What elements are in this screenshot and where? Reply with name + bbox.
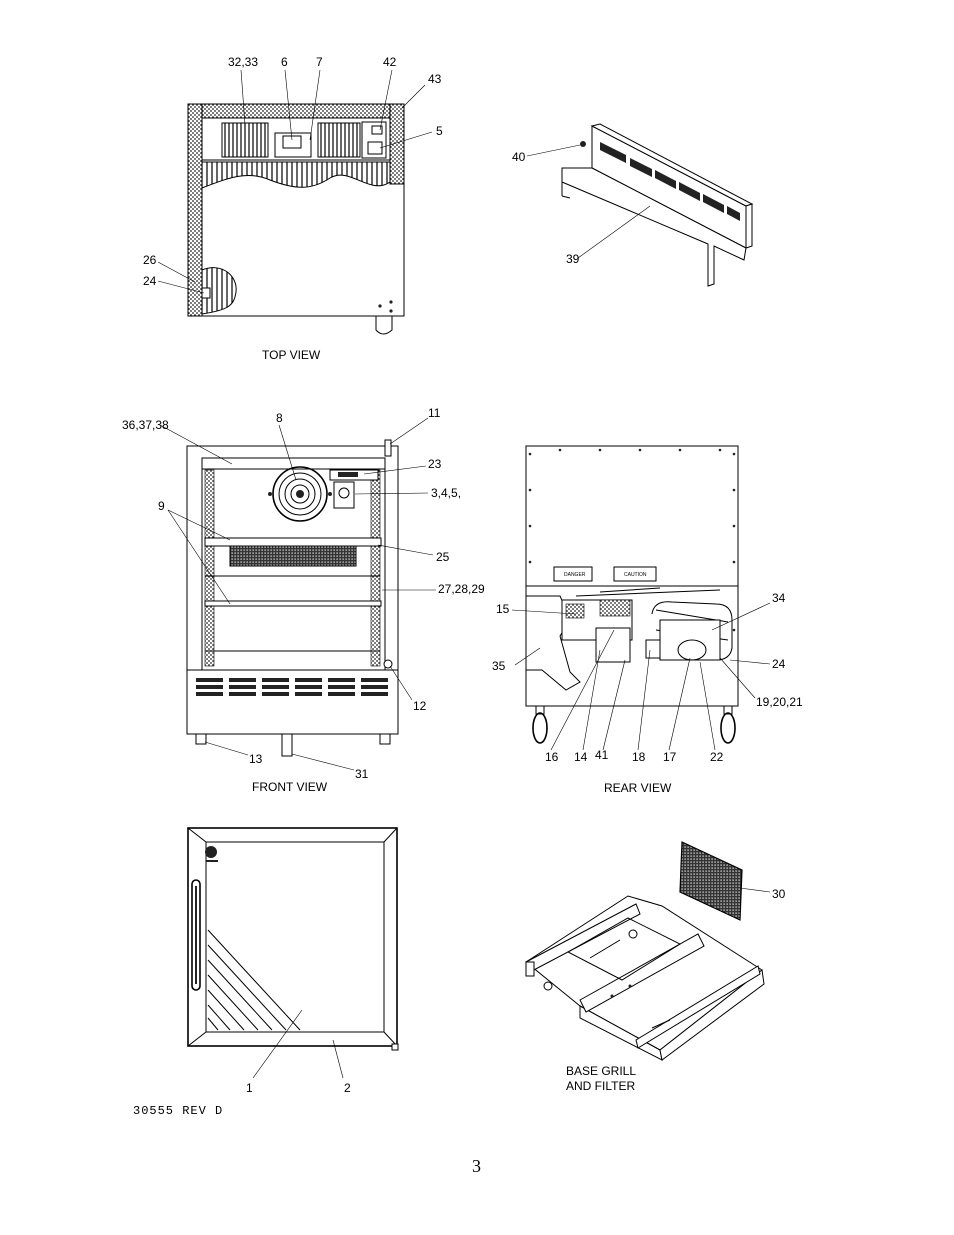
callout-17: 17 — [663, 750, 677, 764]
callout-31: 31 — [355, 767, 369, 781]
callout-16: 16 — [545, 750, 559, 764]
callout-32-33: 32,33 — [228, 55, 258, 69]
callout-27-28-29: 27,28,29 — [438, 582, 485, 596]
callout-12: 12 — [413, 699, 427, 713]
base-title-line2: AND FILTER — [566, 1079, 635, 1093]
callout-25: 25 — [436, 550, 450, 564]
callout-18: 18 — [632, 750, 646, 764]
top-view-title: TOP VIEW — [262, 348, 321, 362]
rear-view: DANGER CAUTION 34 15 35 24 19,20,21 1 — [492, 445, 803, 795]
callout-40: 40 — [512, 150, 526, 164]
callout-9: 9 — [158, 499, 165, 513]
callout-1: 1 — [246, 1081, 253, 1095]
callout-7: 7 — [316, 55, 323, 69]
callout-22: 22 — [710, 750, 724, 764]
callout-30: 30 — [772, 887, 786, 901]
caution-label: CAUTION — [624, 572, 647, 578]
callout-34: 34 — [772, 591, 786, 605]
document-number: 30555 REV D — [133, 1104, 224, 1118]
door-view: 1 2 — [187, 827, 399, 1095]
front-view: 36,37,38 8 11 23 3,4,5, 9 25 27,28,29 12… — [122, 406, 485, 794]
callout-26: 26 — [143, 253, 157, 267]
danger-label: DANGER — [564, 572, 586, 578]
front-view-title: FRONT VIEW — [252, 780, 328, 794]
page-number: 3 — [472, 1156, 481, 1176]
callout-43: 43 — [428, 72, 442, 86]
base-title-line1: BASE GRILL — [566, 1064, 636, 1078]
callout-5: 5 — [436, 124, 443, 138]
callout-2: 2 — [344, 1081, 351, 1095]
callout-24: 24 — [143, 274, 157, 288]
callout-3-4-5: 3,4,5, — [431, 486, 461, 500]
callout-19-20-21: 19,20,21 — [756, 695, 803, 709]
rear-panel-view: 40 39 — [512, 123, 754, 287]
callout-11: 11 — [428, 406, 441, 420]
callout-35: 35 — [492, 659, 506, 673]
base-view: 30 BASE GRILL AND FILTER — [525, 841, 786, 1093]
callout-36-37-38: 36,37,38 — [122, 418, 169, 432]
callout-14: 14 — [574, 750, 588, 764]
callout-13: 13 — [249, 752, 263, 766]
callout-6: 6 — [281, 55, 288, 69]
callout-8: 8 — [276, 411, 283, 425]
callout-15: 15 — [496, 602, 510, 616]
callout-24-rear: 24 — [772, 657, 786, 671]
callout-42: 42 — [383, 55, 397, 69]
rear-view-title: REAR VIEW — [604, 781, 672, 795]
top-view: 32,33 6 7 42 43 5 26 24 TOP VIEW — [143, 55, 443, 362]
callout-23: 23 — [428, 457, 442, 471]
callout-41: 41 — [595, 748, 609, 762]
callout-39: 39 — [566, 252, 580, 266]
